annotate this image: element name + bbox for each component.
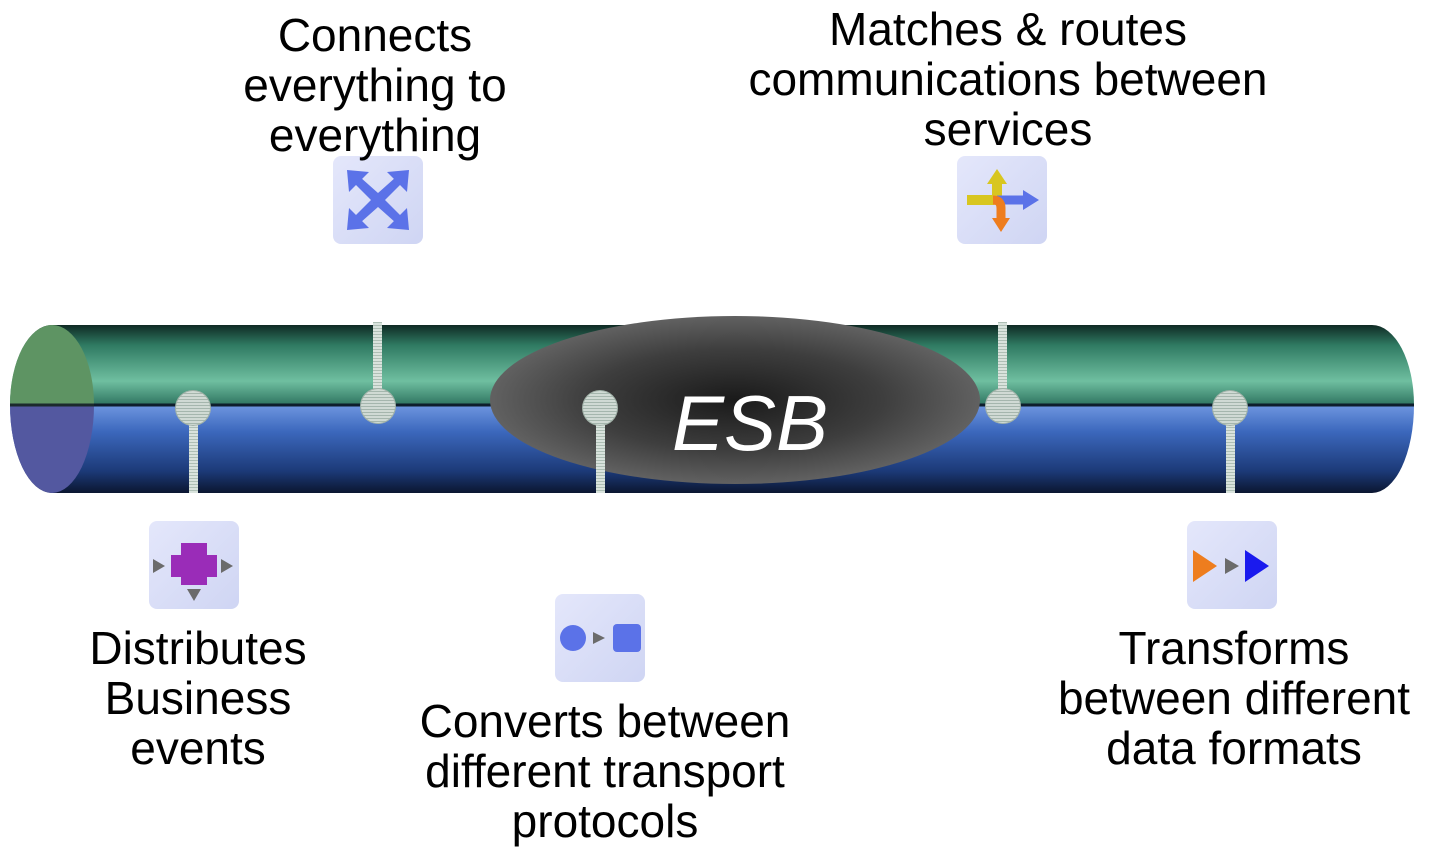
label-line: Matches & routes — [829, 3, 1187, 55]
label-line: Converts between — [419, 695, 791, 747]
protocol-convert-icon — [555, 594, 645, 682]
label-line: data formats — [1106, 722, 1362, 774]
feature-label-routes: Matches & routes communications between … — [688, 4, 1328, 154]
label-line: events — [130, 722, 266, 774]
transform-arrows-icon — [1187, 521, 1277, 609]
connector-node — [360, 388, 396, 424]
connector-node — [1212, 390, 1248, 426]
label-line: Business — [104, 672, 292, 724]
label-line: protocols — [511, 795, 699, 847]
bus-left-cap-top — [10, 325, 94, 405]
connector-stem — [596, 405, 605, 493]
label-line: everything to — [243, 59, 507, 111]
label-line: everything — [268, 109, 482, 161]
connector-stem — [189, 405, 198, 493]
label-line: Connects — [277, 9, 473, 61]
connector-stem — [998, 322, 1007, 406]
label-line: between different — [1057, 672, 1411, 724]
feature-label-distributes: Distributes Business events — [48, 623, 348, 773]
routing-arrows-icon — [957, 156, 1047, 244]
connector-stem — [1226, 405, 1235, 493]
bus-left-cap-bottom — [10, 405, 94, 493]
connector-node — [582, 390, 618, 426]
label-line: communications between — [748, 53, 1268, 105]
feature-label-transforms: Transforms between different data format… — [1026, 623, 1442, 773]
connector-stem — [373, 322, 382, 406]
feature-label-connects: Connects everything to everything — [175, 10, 575, 160]
esb-ellipse — [490, 316, 980, 484]
label-line: services — [923, 103, 1093, 155]
feature-label-converts: Converts between different transport pro… — [370, 696, 840, 846]
esb-title: ESB — [671, 379, 829, 467]
distribute-icon — [149, 521, 239, 609]
label-line: Transforms — [1118, 622, 1350, 674]
label-line: Distributes — [89, 622, 307, 674]
cross-arrows-icon — [333, 156, 423, 244]
connector-node — [985, 388, 1021, 424]
label-line: different transport — [425, 745, 785, 797]
connector-node — [175, 390, 211, 426]
